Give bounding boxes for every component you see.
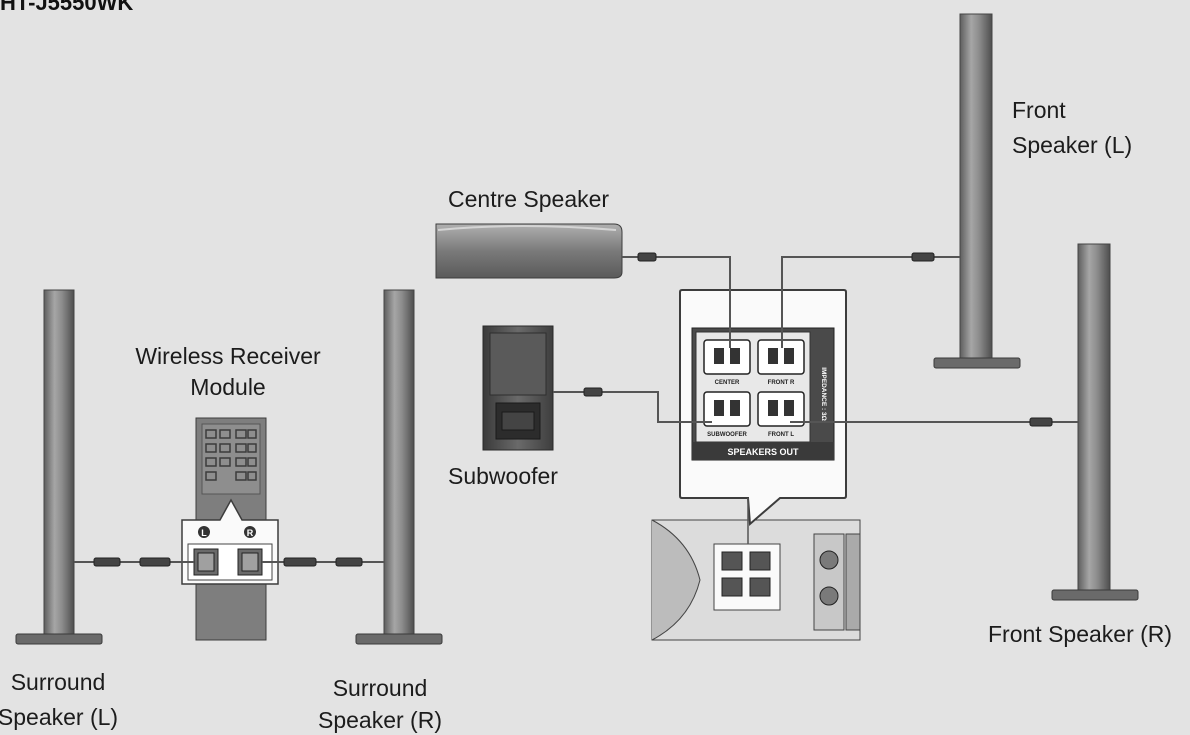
front-speaker-l-label-line1: Front: [1012, 97, 1066, 123]
terminal-centre-label: CENTER: [715, 380, 740, 386]
terminal-front-r-label: FRONT R: [768, 380, 795, 386]
cable-centre: [622, 256, 731, 348]
front-speaker-r-label: Front Speaker (R): [988, 621, 1173, 647]
wireless-receiver-label-line1: Wireless Receiver: [135, 343, 321, 369]
main-unit-rear-panel: [651, 519, 861, 641]
terminal-subwoofer-label: SUBWOOFER: [707, 432, 747, 438]
surround-speaker-r: [355, 289, 443, 645]
front-speaker-r: [1051, 243, 1139, 601]
subwoofer-label: Subwoofer: [448, 463, 558, 489]
speakers-out-callout: CENTER FRONT R SUBWOOFER FRONT L SPEAKER…: [679, 289, 847, 527]
cable-subwoofer: [553, 391, 712, 423]
centre-speaker: [435, 223, 623, 279]
front-speaker-l: [933, 13, 1021, 369]
front-speaker-l-label-line2: Speaker (L): [1012, 132, 1133, 158]
speakers-out-label: SPEAKERS OUT: [727, 447, 799, 457]
subwoofer: [482, 325, 554, 451]
terminal-front-l-label: FRONT L: [768, 432, 794, 438]
wireless-receiver-label-line2: Module: [190, 374, 266, 400]
impedance-label: IMPEDANCE : 3Ω: [820, 367, 827, 421]
centre-speaker-label: Centre Speaker: [448, 186, 610, 212]
surround-speaker-l-label-line2: Speaker (L): [0, 704, 119, 730]
model-name: HT-J5550WK: [0, 0, 134, 15]
surround-speaker-l-label-line1: Surround: [10, 669, 106, 695]
wireless-receiver-module: L R: [181, 417, 279, 641]
cable-plugs: [93, 252, 1053, 567]
wireless-l-label: L: [201, 528, 207, 538]
surround-speaker-r-label-line1: Surround: [332, 675, 428, 701]
cable-front-l: [781, 256, 960, 348]
surround-speaker-l: [15, 289, 103, 645]
surround-speaker-r-label-line2: Speaker (R): [318, 707, 442, 733]
wireless-r-label: R: [247, 528, 254, 538]
